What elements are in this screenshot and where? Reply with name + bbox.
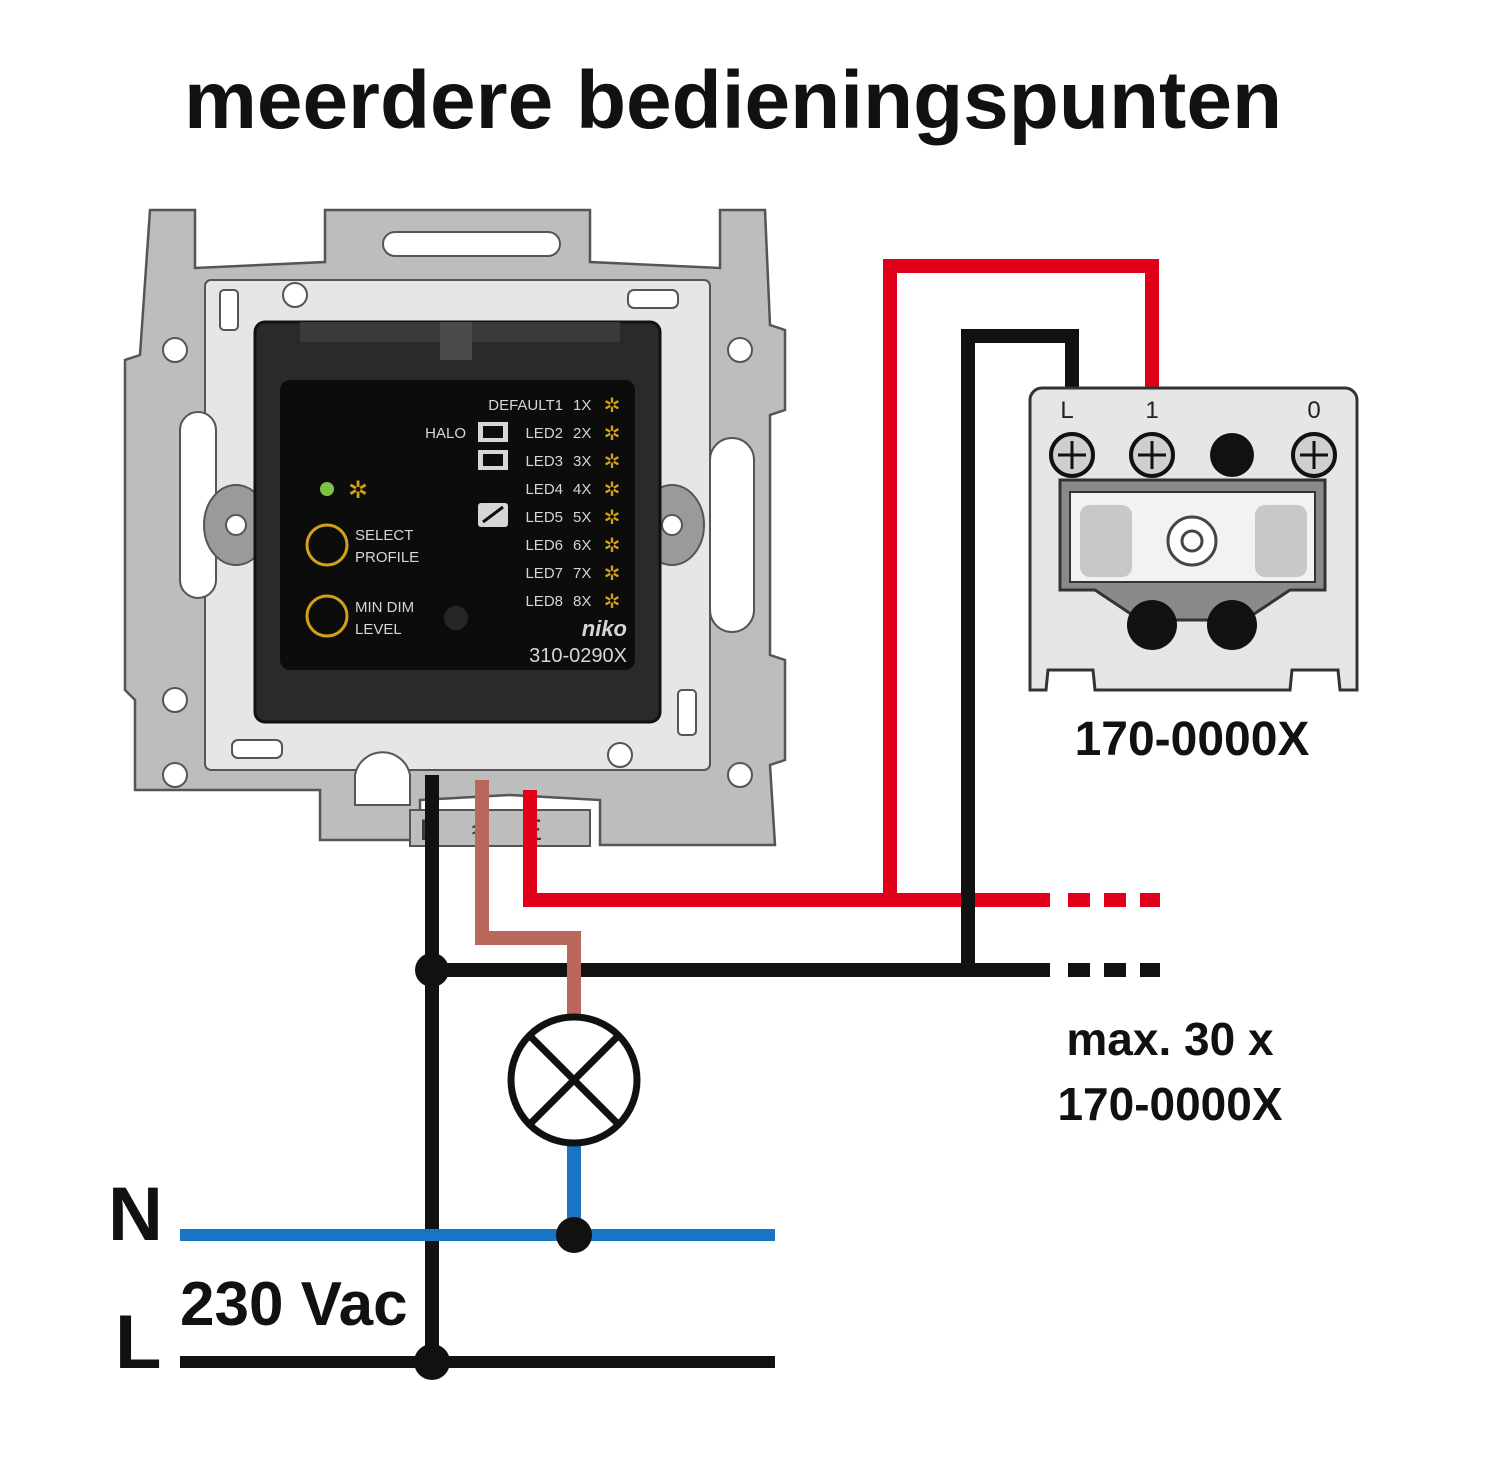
profile-sun-icon: ✲ [604,421,621,445]
red-wire-extension[interactable] [523,259,1160,907]
profile-count: 1X [573,397,591,414]
profile-label: LED4 [525,481,563,498]
select-profile-button[interactable] [305,523,349,567]
brand-logo: niko [582,616,627,641]
junction-dot [415,953,449,987]
status-led-green [320,482,334,496]
profile-sun-icon: ✲ [604,505,621,529]
min-dim-label-2: LEVEL [355,621,402,638]
profile-label: LED6 [525,537,563,554]
profile-label: LED2 [525,425,563,442]
sun-icon: ✲ [348,476,368,504]
profile-count: 7X [573,565,591,582]
pushbutton-terminal-l: L [1060,397,1073,424]
voltage-label: 230 Vac [180,1270,408,1339]
dimmer-model-number: 310-0290X [529,645,627,667]
profile-count: 4X [573,481,591,498]
junction-dot [556,1217,592,1253]
profile-label: LED5 [525,509,563,526]
profile-count: 8X [573,593,591,610]
profile-count: 5X [573,509,591,526]
neutral-label: N [108,1172,163,1257]
extension-note-line-2: 170-0000X [1057,1078,1282,1130]
dimmable-lamp-icon [478,503,508,527]
min-dim-label-1: MIN DIM [355,599,414,616]
junction-dot [414,1344,450,1380]
profile-label: DEFAULT1 [488,397,563,414]
phase-label: L [115,1300,161,1385]
extension-note-line-1: max. 30 x [1066,1013,1274,1065]
black-wire-extension[interactable] [430,329,1160,977]
profile-label: LED8 [525,593,563,610]
brown-wire-lamp[interactable] [475,780,581,1015]
profile-count: 3X [573,453,591,470]
profile-count: 6X [573,537,591,554]
led-lamp-icon [478,450,508,470]
profile-sun-icon: ✲ [604,393,621,417]
profile-sun-icon: ✲ [604,533,621,557]
pushbutton-terminal-0: 0 [1307,397,1320,424]
pushbutton-module [1028,386,1359,692]
sensor-dot [444,606,468,630]
halo-lamp-icon [478,422,508,442]
blue-wire-neutral[interactable] [180,1145,775,1241]
pushbutton-code: 170-0000X [1075,713,1310,766]
profile-sun-icon: ✲ [604,477,621,501]
dimmer-body [253,320,662,724]
profile-list: DEFAULT1 1X ✲ HALO LED2 2X ✲ LED3 3X ✲ LED4 4X ✲ LED5… [425,393,620,613]
profile-type-label: HALO [425,425,466,442]
profile-count: 2X [573,425,591,442]
diagram-title: meerdere bedieningspunten [184,55,1282,146]
profile-sun-icon: ✲ [604,449,621,473]
profile-sun-icon: ✲ [604,589,621,613]
lamp-icon [507,1013,641,1147]
select-profile-label-2: PROFILE [355,549,419,566]
min-dim-level-button[interactable] [305,594,349,638]
select-profile-label-1: SELECT [355,527,413,544]
profile-label: LED3 [525,453,563,470]
profile-sun-icon: ✲ [604,561,621,585]
profile-label: LED7 [525,565,563,582]
pushbutton-terminal-1: 1 [1145,397,1158,424]
